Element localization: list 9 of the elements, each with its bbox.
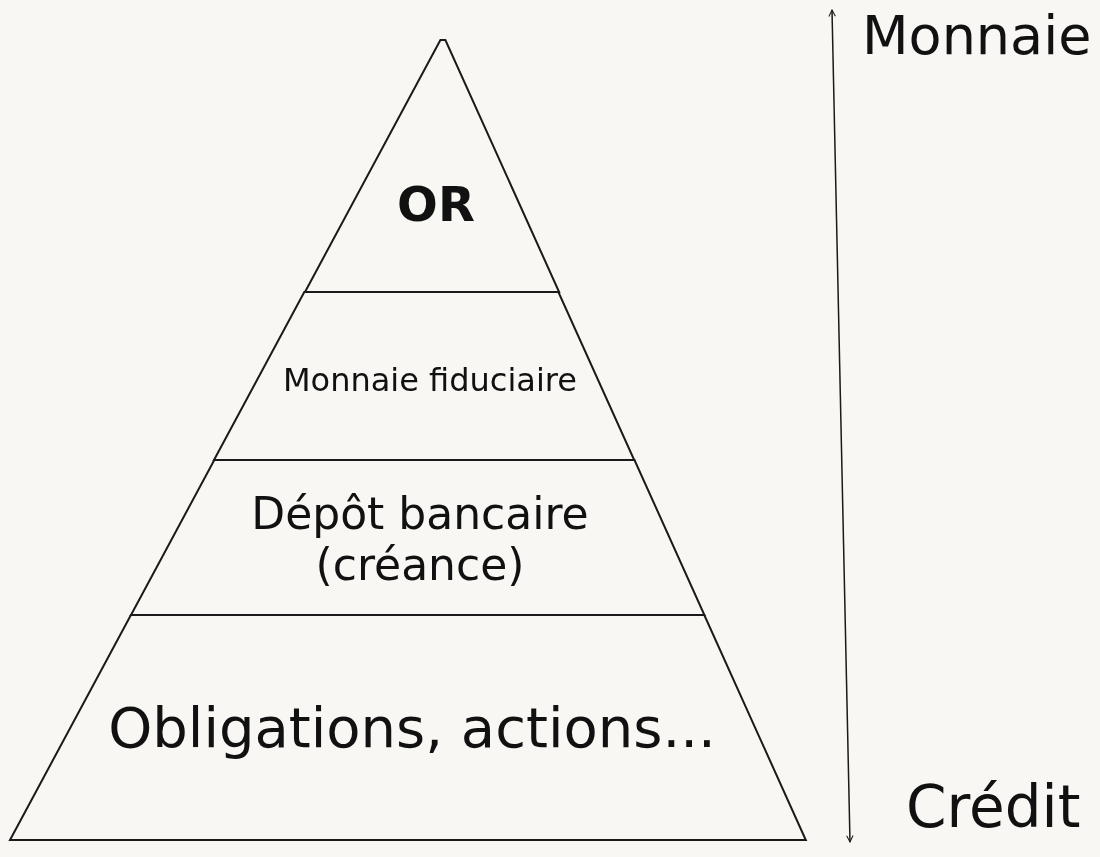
tier-label: Dépôt bancaire (créance) bbox=[250, 489, 590, 591]
tier-label: Monnaie fiduciaire bbox=[283, 361, 577, 399]
tier-label: Obligations, actions... bbox=[108, 695, 716, 761]
pyramid-tier bbox=[10, 615, 806, 840]
scale-end-label: Crédit bbox=[906, 776, 1081, 840]
tier-label: OR bbox=[397, 177, 475, 233]
pyramid-tier bbox=[214, 292, 635, 460]
pyramid-tier bbox=[304, 40, 559, 292]
scale-end-label: Monnaie bbox=[862, 6, 1092, 66]
